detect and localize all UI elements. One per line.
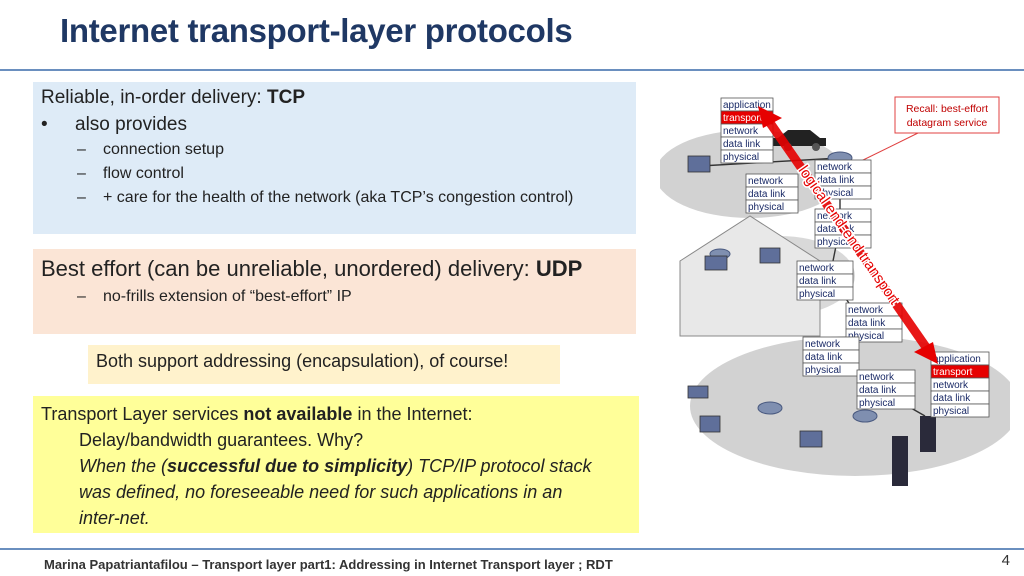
tcp-also-text: also provides (75, 114, 187, 135)
addressing-note: Both support addressing (encapsulation),… (88, 345, 560, 384)
services-line: inter-net. (79, 508, 150, 528)
services-heading: Transport Layer services not available i… (41, 401, 639, 427)
source-host-stack: application transport network data link … (720, 97, 774, 164)
services-line: was defined, no foreseeable need for suc… (79, 482, 563, 502)
footer-divider (0, 548, 1024, 550)
dash: – (77, 141, 86, 158)
layer-data-link: data link (805, 352, 843, 363)
layer-transport: transport (933, 367, 973, 378)
desktop-icon (759, 247, 781, 264)
layer-physical: physical (859, 398, 895, 409)
services-line: When the (successful due to simplicity) … (41, 453, 639, 479)
tcp-heading-bold: TCP (267, 87, 305, 108)
layer-data-link: data link (723, 139, 761, 150)
layer-physical: physical (805, 365, 841, 376)
bullet: • (41, 114, 48, 135)
tcp-heading-prefix: Reliable, in-order delivery: (41, 87, 267, 108)
desktop-icon (699, 415, 721, 433)
layer-data-link: data link (817, 224, 855, 235)
router-icon (852, 409, 878, 423)
layer-data-link: data link (817, 175, 855, 186)
udp-item-text: no-frills extension of “best-effort” IP (103, 288, 352, 305)
services-line-part: When the ( (79, 456, 168, 476)
dash: – (77, 189, 86, 206)
layer-network: network (859, 372, 895, 383)
udp-heading: Best effort (can be unreliable, unordere… (41, 253, 636, 285)
udp-box: Best effort (can be unreliable, unordere… (33, 249, 636, 334)
udp-item: –no-frills extension of “best-effort” IP (41, 285, 636, 309)
layer-application: application (933, 354, 981, 365)
server-icon (920, 416, 936, 452)
services-line-part: ) TCP/IP protocol stack (407, 456, 592, 476)
page-number: 4 (1001, 552, 1010, 569)
layer-physical: physical (817, 237, 853, 248)
laptop-icon (687, 155, 711, 173)
tcp-heading: Reliable, in-order delivery: TCP (41, 84, 636, 111)
callout-box (894, 96, 1000, 134)
services-line-bold: successful due to simplicity (167, 456, 408, 476)
router-stack: network data link physical (745, 173, 799, 214)
udp-heading-bold: UDP (535, 256, 583, 281)
layer-physical: physical (848, 331, 884, 342)
layer-data-link: data link (748, 189, 786, 200)
layer-network: network (723, 126, 759, 137)
services-box: Transport Layer services not available i… (33, 396, 639, 533)
server-icon (892, 436, 908, 486)
services-line: Delay/bandwidth guarantees. Why? (79, 430, 364, 450)
desktop-icon (799, 430, 823, 448)
udp-heading-prefix: Best effort (can be unreliable, unordere… (41, 256, 536, 281)
layer-physical: physical (723, 152, 759, 163)
router-stack: network data link physical (856, 369, 916, 410)
tcp-item: –connection setup (41, 138, 636, 162)
layer-physical: physical (799, 289, 835, 300)
callout-line: Recall: best-effort (906, 103, 988, 115)
tcp-item-text: + care for the health of the network (ak… (103, 189, 574, 206)
router-stack: network data link physical (802, 336, 860, 377)
services-prefix: Transport Layer services (41, 404, 244, 424)
slide-footer: Marina Papatriantafilou – Transport laye… (44, 557, 613, 572)
router-icon (757, 401, 783, 415)
tcp-box: Reliable, in-order delivery: TCP • also p… (33, 82, 636, 234)
title-divider (0, 69, 1024, 71)
layer-network: network (799, 263, 835, 274)
layer-physical: physical (748, 202, 784, 213)
layer-network: network (848, 305, 884, 316)
layer-physical: physical (933, 406, 969, 417)
layer-network: network (933, 380, 969, 391)
layer-network: network (805, 339, 841, 350)
layer-network: network (817, 162, 853, 173)
layer-data-link: data link (848, 318, 886, 329)
network-diagram: Recall: best-effort datagram service app… (660, 96, 1010, 486)
router-stack: network data link physical (814, 159, 872, 200)
layer-data-link: data link (933, 393, 971, 404)
callout-pointer (856, 132, 919, 164)
layer-transport: transport (723, 113, 763, 124)
services-suffix: in the Internet: (352, 404, 473, 424)
tcp-item-text: connection setup (103, 141, 224, 158)
tcp-item: –flow control (41, 162, 636, 186)
destination-host-stack: application transport network data link … (930, 351, 990, 418)
layer-application: application (723, 100, 771, 111)
dash: – (77, 288, 86, 305)
laptop-icon (704, 255, 728, 271)
tcp-also-provides: • also provides (41, 111, 636, 138)
layer-data-link: data link (799, 276, 837, 287)
layer-network: network (748, 176, 784, 187)
dash: – (77, 165, 86, 182)
router-stack: network data link physical (845, 302, 903, 343)
slide-title: Internet transport-layer protocols (60, 12, 573, 49)
callout-line: datagram service (907, 117, 988, 129)
tcp-item-text: flow control (103, 165, 184, 182)
layer-physical: physical (817, 188, 853, 199)
services-bold: not available (243, 404, 353, 424)
layer-data-link: data link (859, 385, 897, 396)
laptop-icon (687, 385, 709, 399)
router-stack: network data link physical (796, 260, 854, 301)
tcp-item: –+ care for the health of the network (a… (41, 186, 636, 210)
